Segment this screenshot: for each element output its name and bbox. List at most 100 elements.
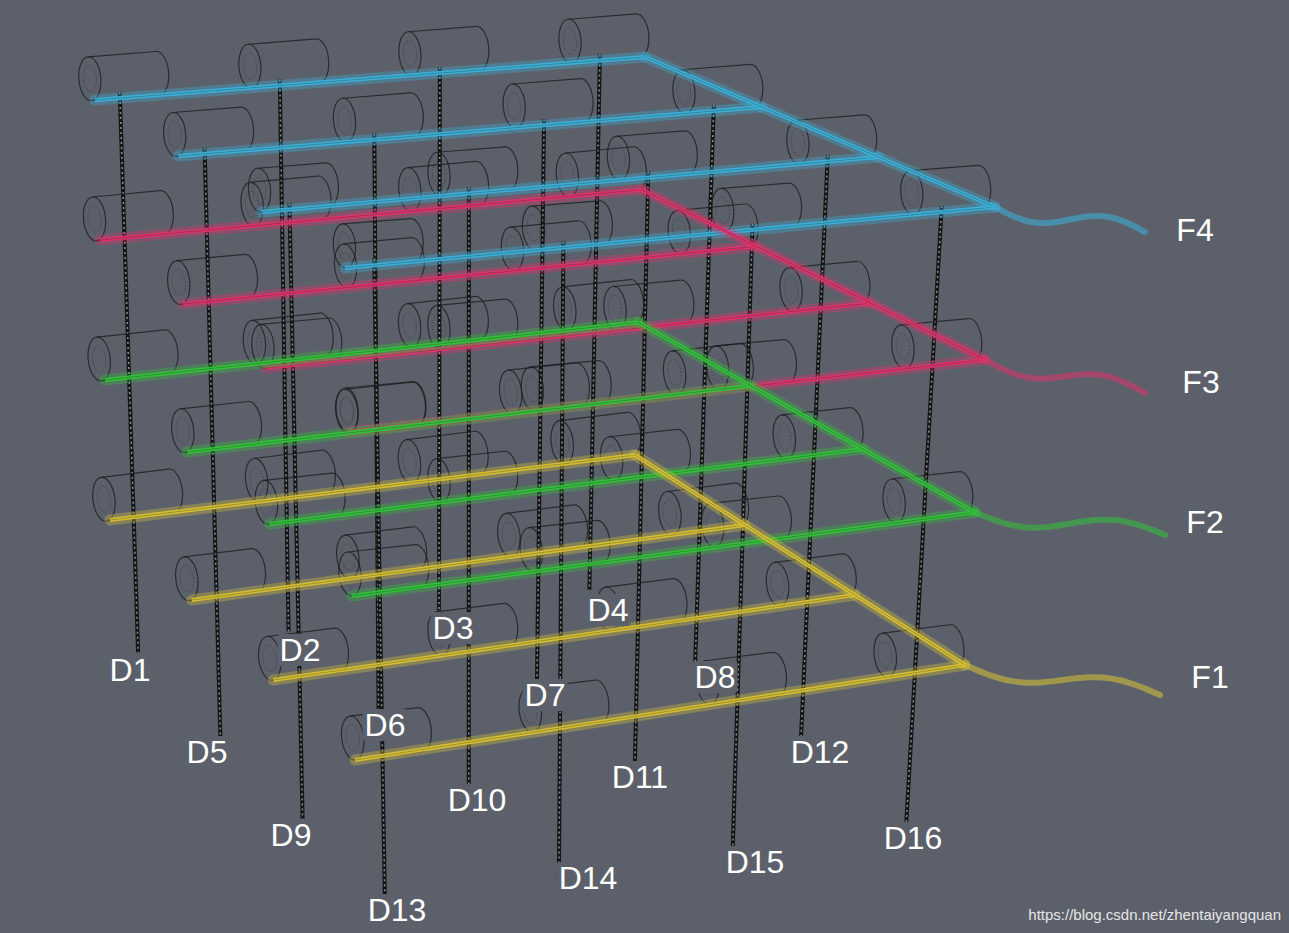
led-lens <box>790 128 805 155</box>
column-label: D9 <box>269 819 314 851</box>
bus-glow <box>187 386 750 452</box>
bus-edge <box>183 246 756 304</box>
column-label: D2 <box>278 634 323 666</box>
column-label: D14 <box>557 862 620 894</box>
led-lens <box>503 378 519 406</box>
bus-wire <box>635 455 965 665</box>
led-lens <box>246 328 262 356</box>
led-lens <box>557 295 573 323</box>
led-lens <box>904 179 919 206</box>
bus-wire <box>178 107 761 156</box>
watermark: https://blog.csdn.net/zhentaiyangquan <box>1026 907 1283 922</box>
layer-lead <box>985 360 1145 393</box>
bus-wire <box>100 190 642 240</box>
bus-wire <box>95 57 645 100</box>
bus-wire <box>273 595 855 680</box>
bus-edge <box>187 386 750 452</box>
column-label: D1 <box>108 654 153 686</box>
led-lens <box>431 314 447 342</box>
bus-glow <box>642 190 985 360</box>
led-lens <box>179 565 195 593</box>
bus-wire <box>642 190 985 360</box>
led-lens <box>676 78 691 105</box>
led-lens <box>82 65 97 92</box>
led-lens <box>255 332 271 360</box>
bus-glow <box>192 525 745 600</box>
column-label: D12 <box>789 736 852 768</box>
bus-glow <box>183 246 756 304</box>
led-lens <box>401 448 417 476</box>
bus-edge <box>355 665 965 760</box>
leds <box>77 13 992 761</box>
bus-glow <box>110 455 635 520</box>
layer-lead <box>995 207 1145 232</box>
column-label: D15 <box>724 846 787 878</box>
column-label: D5 <box>185 736 230 768</box>
layer-label: F4 <box>1174 214 1215 246</box>
bus-edge <box>100 190 642 240</box>
layer-bus <box>95 57 1145 268</box>
layer-lead <box>975 512 1165 535</box>
led-lens <box>242 53 257 80</box>
layer-label: F2 <box>1184 506 1225 538</box>
led-lens <box>501 521 517 549</box>
layer-buses <box>95 57 1165 760</box>
column-label: D3 <box>431 612 476 644</box>
bus-glow <box>95 57 645 100</box>
bus-wire <box>187 386 750 452</box>
cathode-columns <box>120 55 942 915</box>
led-lens <box>667 359 683 387</box>
led-lens <box>886 487 902 515</box>
led-lens <box>895 333 911 361</box>
column-label: D6 <box>363 709 408 741</box>
led-lens <box>507 92 522 119</box>
bus-edge <box>645 57 995 207</box>
led-lens <box>337 107 352 134</box>
column-label: D16 <box>882 822 945 854</box>
bus-wire <box>355 665 965 760</box>
led-lens <box>167 121 182 148</box>
led-lens <box>96 485 112 513</box>
led-lens <box>87 205 103 233</box>
led-lens <box>339 398 355 426</box>
layer-lead <box>965 665 1160 695</box>
led-lens <box>248 466 264 494</box>
bus-edge <box>110 455 635 520</box>
layer-label: F1 <box>1189 661 1230 693</box>
led-lens <box>562 28 577 55</box>
column-label: D10 <box>446 784 509 816</box>
bus-wire <box>352 512 975 596</box>
bus-edge <box>642 190 985 360</box>
led-lens <box>526 214 541 241</box>
bus-edge <box>105 322 638 380</box>
led-lens <box>715 197 730 224</box>
bus-wire <box>183 246 756 304</box>
bus-edge <box>192 525 745 600</box>
bus-edge <box>178 107 761 156</box>
bus-edge <box>262 157 879 212</box>
led-lens <box>662 499 678 527</box>
led-lens <box>339 396 355 424</box>
column-label: D13 <box>366 894 429 926</box>
bus-glow <box>352 512 975 596</box>
column-label: D4 <box>586 594 631 626</box>
bus-glow <box>178 107 761 156</box>
led-lens <box>175 417 191 445</box>
bus-wire <box>192 525 745 600</box>
led-lens <box>783 276 799 304</box>
led-lens <box>776 423 792 451</box>
layer-bus <box>110 455 1160 760</box>
column-label: D7 <box>523 679 568 711</box>
led-lens <box>525 375 541 403</box>
led-lens <box>345 724 361 752</box>
led-lens <box>340 543 356 571</box>
bus-edge <box>95 57 645 100</box>
led-lens <box>402 40 417 67</box>
layer-label: F3 <box>1180 366 1221 398</box>
led-lens <box>402 312 418 340</box>
bus-glow <box>100 190 642 240</box>
led-lens <box>554 429 570 457</box>
bus-edge <box>273 595 855 680</box>
bus-wire <box>262 157 879 212</box>
